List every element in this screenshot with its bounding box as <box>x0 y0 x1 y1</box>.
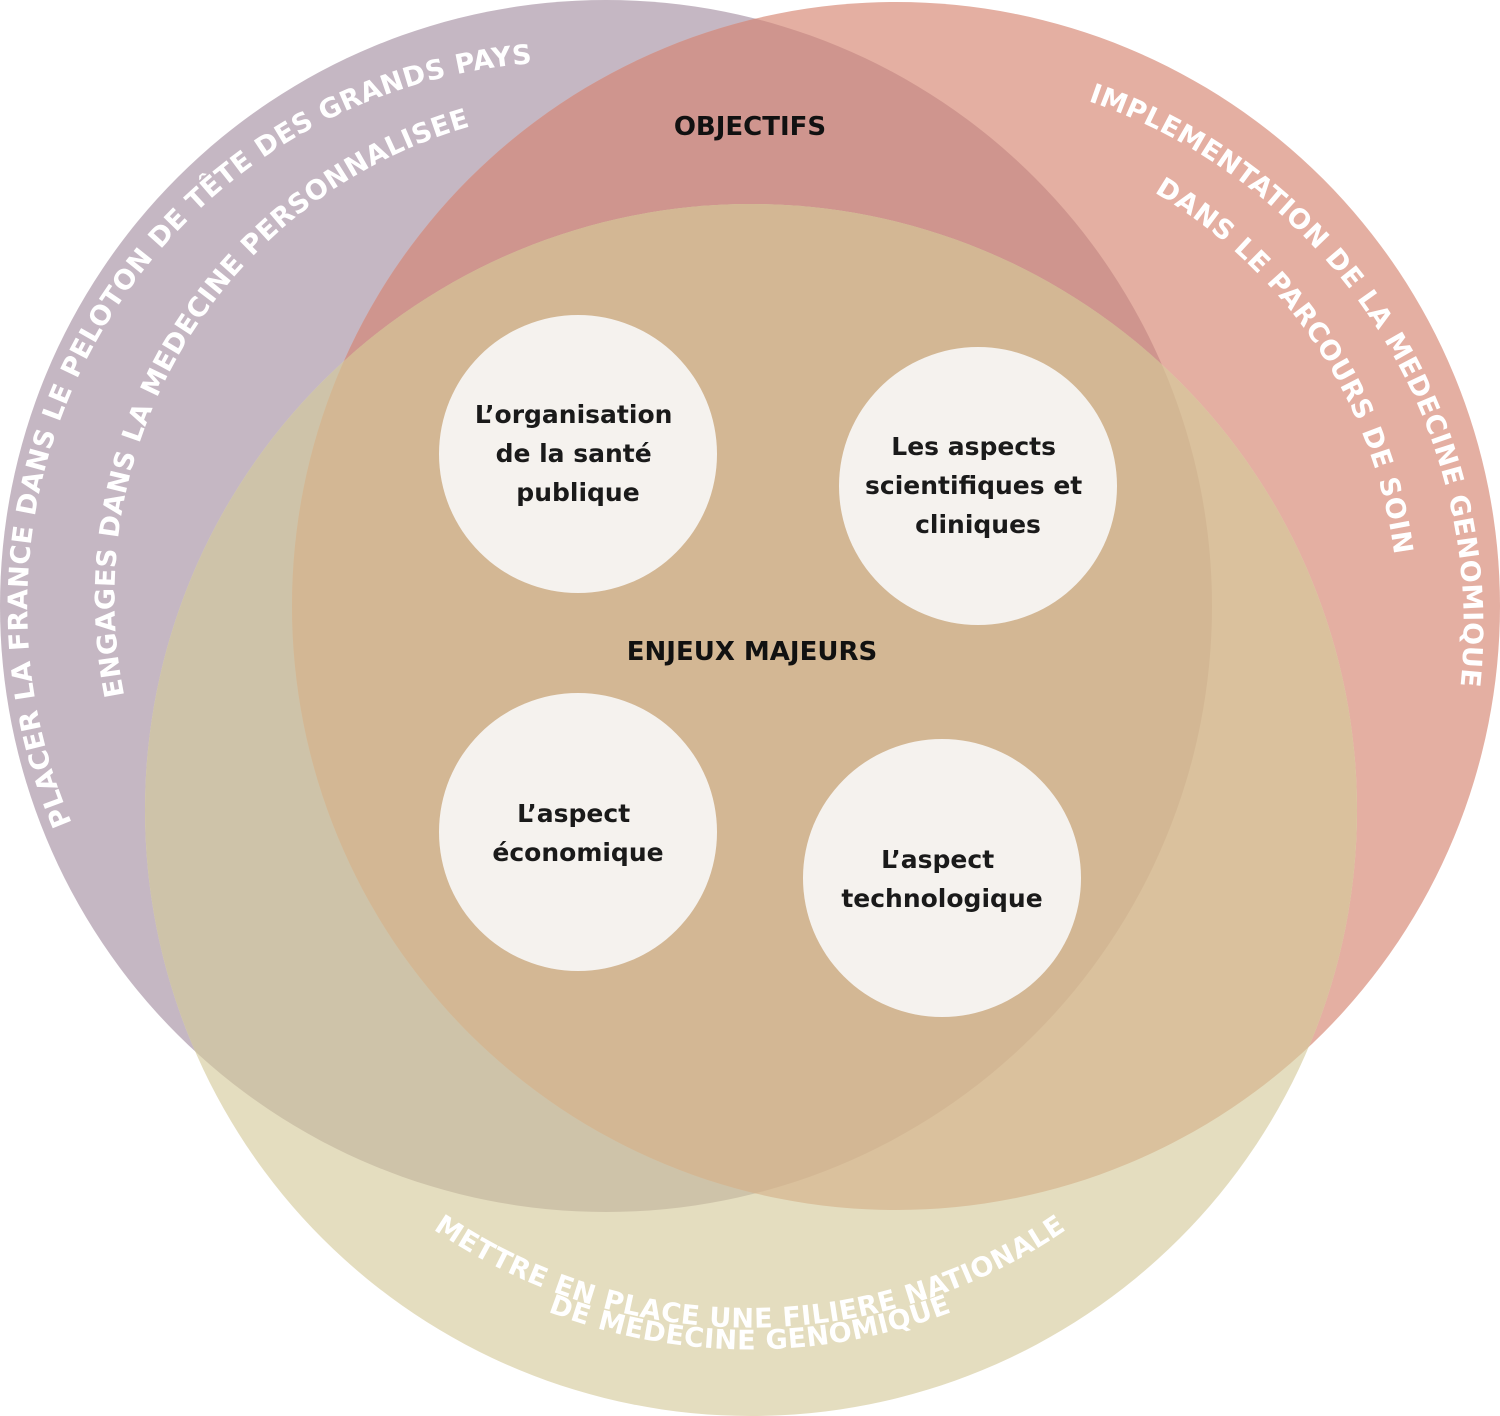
bubble-circle <box>439 693 717 971</box>
bubble-sante-publique: L’organisation de la santé publique <box>439 315 717 593</box>
bubble-scientifiques-cliniques: Les aspects scientifiques et cliniques <box>839 347 1117 625</box>
bubble-circle <box>803 739 1081 1017</box>
enjeux-title: ENJEUX MAJEURS <box>627 637 877 667</box>
bubble-label: Les aspects scientifiques et cliniques <box>865 432 1091 539</box>
objectifs-title: OBJECTIFS <box>674 112 826 142</box>
bubble-label: L’aspect technologique <box>841 845 1042 913</box>
bubble-circle <box>439 315 717 593</box>
bubble-label: L’aspect économique <box>492 799 663 867</box>
bubble-circle <box>839 347 1117 625</box>
bubble-label: L’organisation de la santé publique <box>475 400 681 507</box>
bubble-economique: L’aspect économique <box>439 693 717 971</box>
bubble-technologique: L’aspect technologique <box>803 739 1081 1017</box>
